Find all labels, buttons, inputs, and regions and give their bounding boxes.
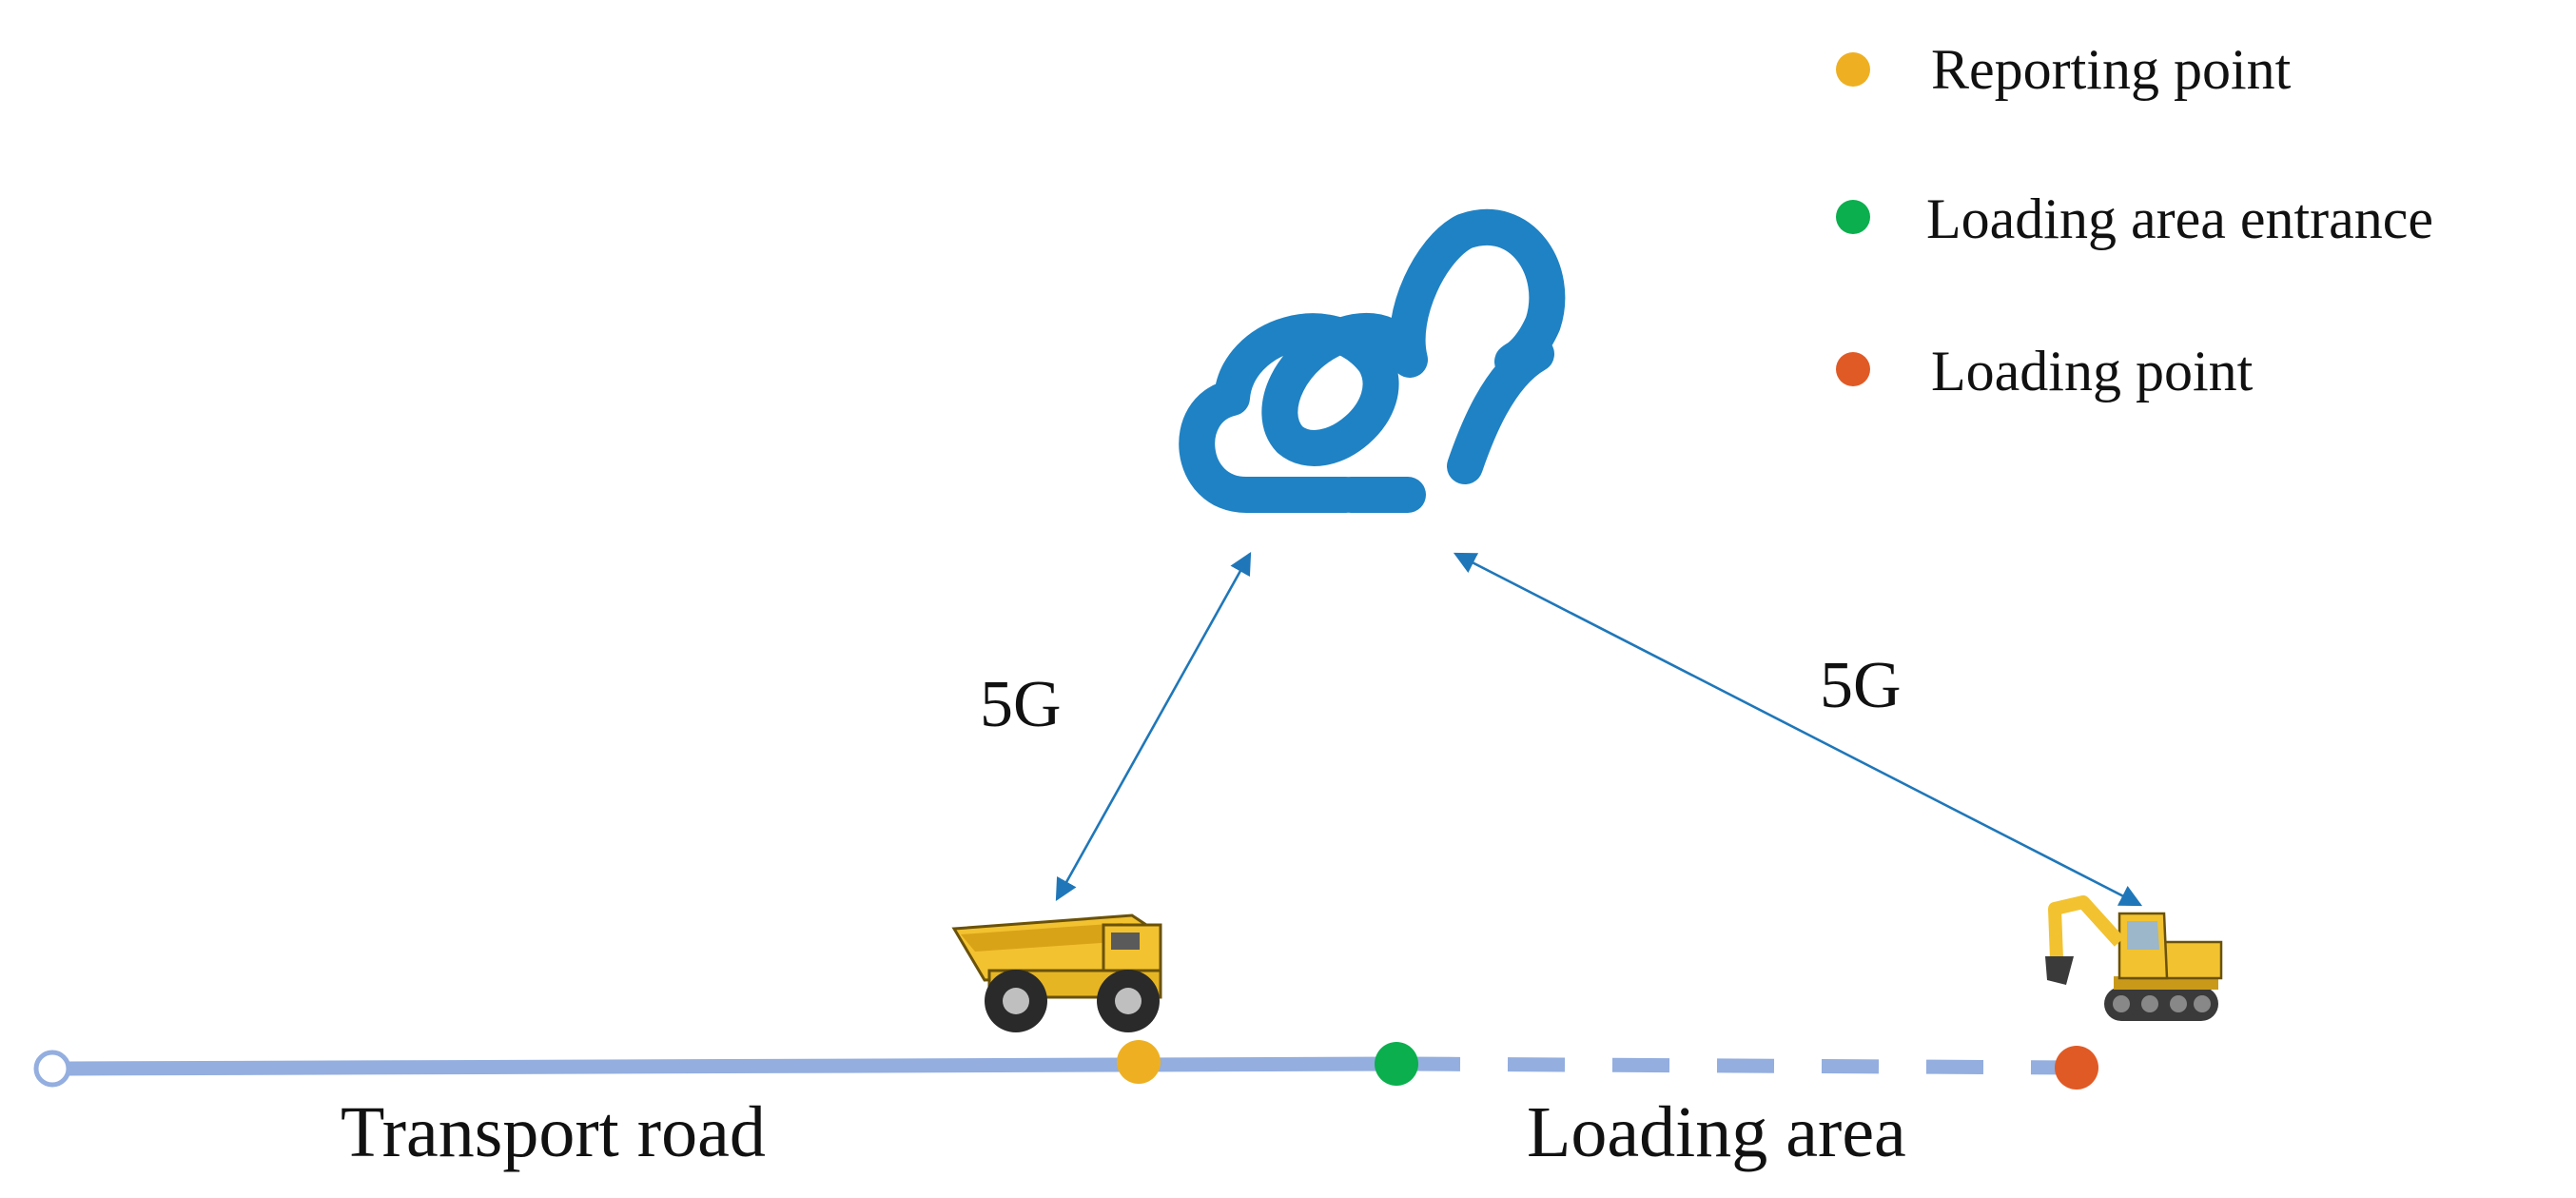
excavator-link-label: 5G (1820, 649, 1902, 722)
legend-label-reporting-point: Reporting point (1931, 38, 2292, 101)
cloud-icon (1179, 208, 1566, 513)
loading-area-road-line (1402, 1056, 2075, 1075)
transport-road-label: Transport road (341, 1092, 766, 1172)
truck-link-arrow (1055, 551, 1252, 902)
legend-item-reporting-point: Reporting point (1836, 38, 2292, 101)
road-start-node (33, 1050, 71, 1088)
loading-area-label: Loading area (1527, 1092, 1906, 1172)
loading-area-entrance-on-road (1375, 1042, 1418, 1086)
truck-link-label: 5G (980, 668, 1062, 741)
communication-links: 5G 5G (980, 551, 2143, 907)
loading-point-marker (1836, 352, 1870, 386)
loading-point-on-road (2055, 1046, 2098, 1090)
excavator-icon (2045, 895, 2223, 1021)
loading-area-entrance-marker (1836, 200, 1870, 234)
mining-truck-icon (951, 913, 1162, 1032)
legend-item-loading-area-entrance: Loading area entrance (1836, 187, 2433, 250)
reporting-point-on-road (1117, 1040, 1161, 1084)
transport-road-line (68, 1056, 1404, 1076)
road: Transport road Loading area (33, 1040, 2098, 1172)
excavator-link-arrow (1453, 552, 2143, 907)
legend-label-loading-point: Loading point (1931, 340, 2254, 403)
legend-item-loading-point: Loading point (1836, 340, 2254, 403)
legend-label-loading-area-entrance: Loading area entrance (1926, 187, 2433, 250)
reporting-point-marker (1836, 52, 1870, 87)
legend: Reporting point Loading area entrance Lo… (1836, 38, 2433, 403)
